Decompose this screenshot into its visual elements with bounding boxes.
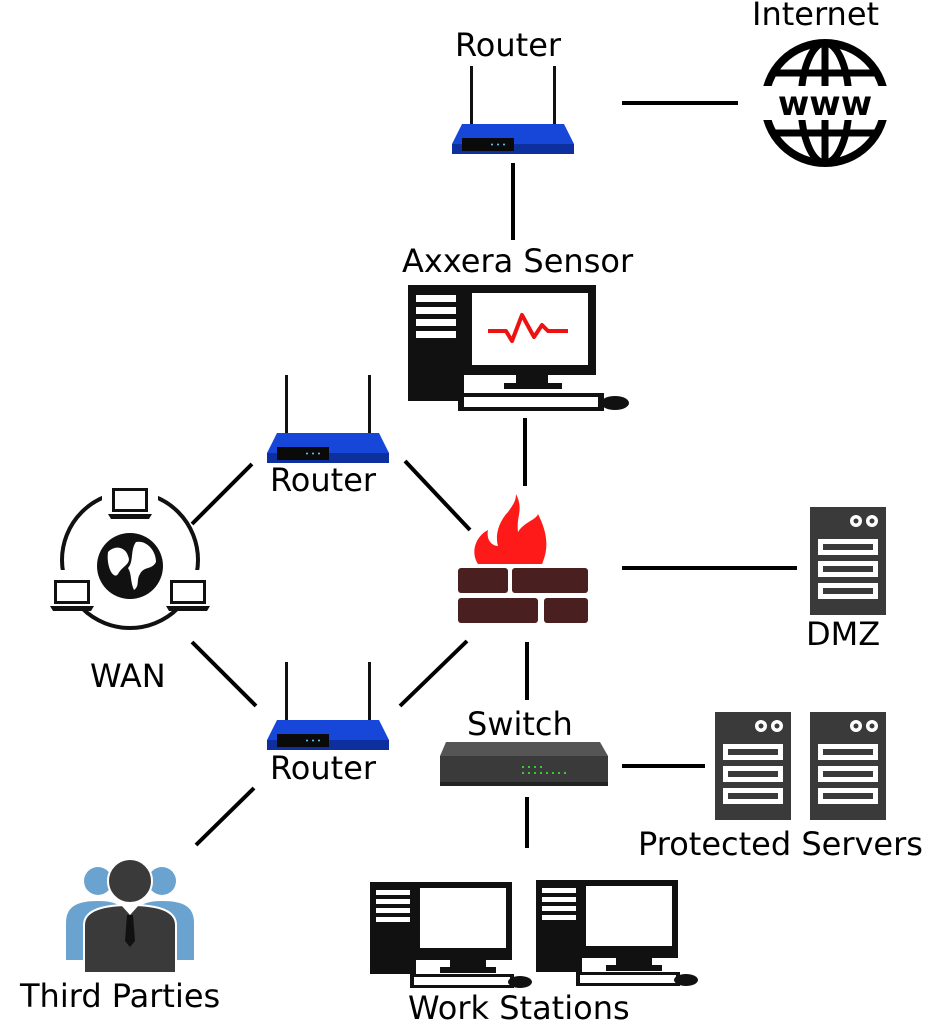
firewall-icon — [458, 494, 588, 623]
server-icon — [810, 712, 886, 820]
servers-label: Protected Servers — [638, 825, 923, 863]
globe-network-laptops-icon — [48, 486, 212, 630]
sensor-label: Axxera Sensor — [402, 242, 634, 280]
switch-label: Switch — [467, 705, 573, 743]
wireless-router-icon — [267, 662, 389, 750]
desktop-computer-icon — [536, 880, 698, 986]
business-people-icon — [66, 858, 194, 974]
globe-www-icon: www — [759, 39, 891, 167]
router-mid-label: Router — [270, 461, 377, 499]
server-icon — [715, 712, 791, 820]
internet-label: Internet — [752, 0, 880, 33]
workstations-label: Work Stations — [408, 989, 630, 1027]
network-switch-icon — [440, 742, 608, 786]
desktop-computer-icon — [370, 882, 532, 988]
router-top-label: Router — [455, 26, 562, 64]
dmz-label: DMZ — [806, 615, 881, 653]
wireless-router-icon — [267, 375, 389, 463]
computer-monitor-pulse-icon — [408, 285, 629, 411]
wan-label: WAN — [90, 657, 166, 695]
www-text: www — [778, 84, 872, 124]
server-icon — [810, 507, 886, 615]
router-low-label: Router — [270, 749, 377, 787]
third-parties-label: Third Parties — [20, 977, 221, 1015]
connection-lines — [190, 101, 797, 848]
wireless-router-icon — [452, 66, 574, 154]
